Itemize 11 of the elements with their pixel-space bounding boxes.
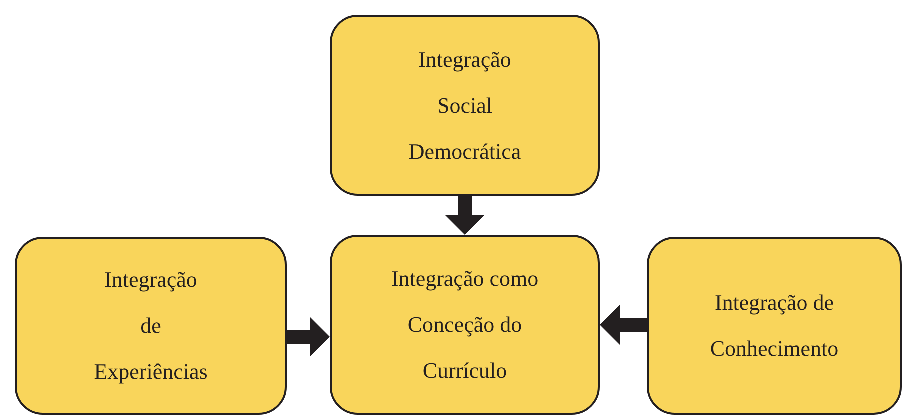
rounded-box [15, 237, 287, 415]
box-label: Integração de Conhecimento [710, 289, 839, 363]
rounded-box [330, 15, 600, 196]
arrow [287, 317, 330, 357]
box-label: Integração Social Democrática [408, 46, 522, 166]
box-label: Integração de Experiências [94, 266, 208, 386]
rounded-box [647, 237, 902, 415]
arrow [600, 305, 647, 345]
arrow [445, 196, 485, 235]
box-label: Integração como Conceção do Currículo [390, 265, 540, 385]
rounded-box [330, 235, 600, 415]
